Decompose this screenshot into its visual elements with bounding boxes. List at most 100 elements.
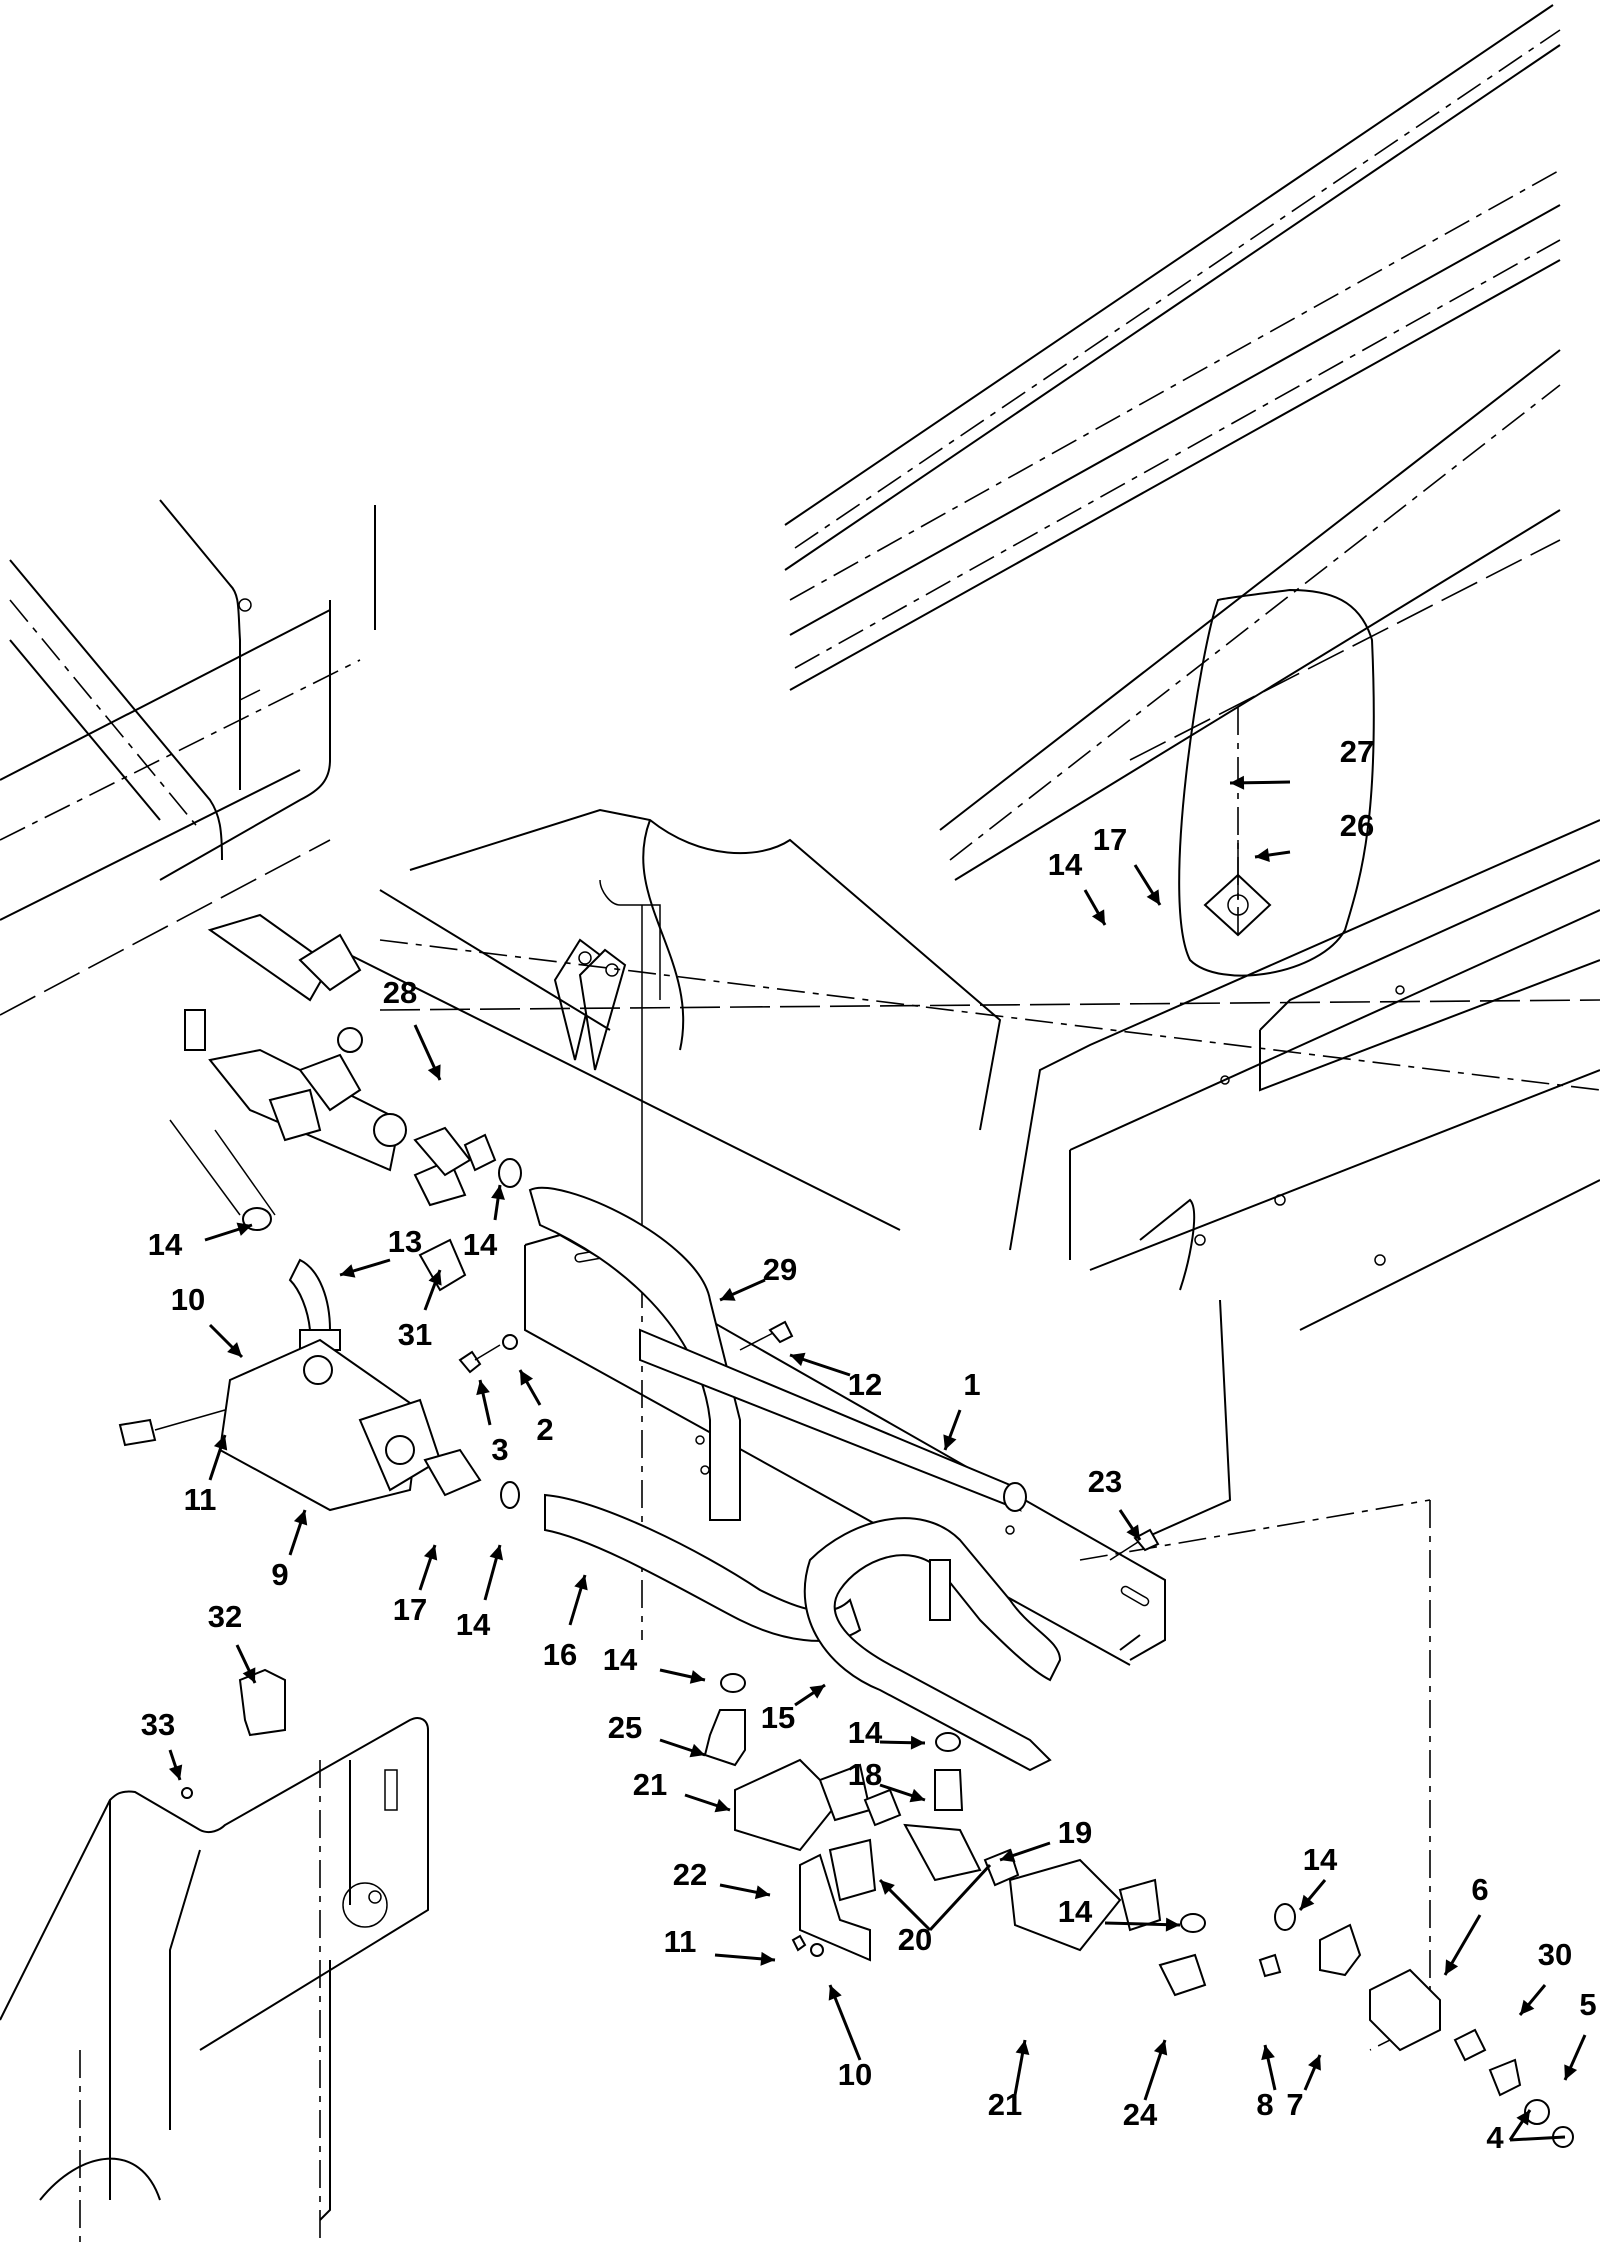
arrowhead-icon bbox=[880, 1880, 895, 1895]
callout-26: 26 bbox=[1254, 808, 1374, 862]
callout-9: 9 bbox=[271, 1509, 308, 1592]
screw-23 bbox=[1109, 1528, 1160, 1561]
arrowhead-icon bbox=[427, 1064, 441, 1080]
callout-2: 2 bbox=[518, 1369, 554, 1447]
arrowhead-icon bbox=[910, 1735, 925, 1750]
arrowhead-icon bbox=[1516, 2110, 1530, 2126]
callout-label: 26 bbox=[1340, 808, 1374, 843]
arrowhead-icon bbox=[1308, 2055, 1321, 2071]
callout-label: 30 bbox=[1538, 1937, 1572, 1972]
arrowhead-icon bbox=[689, 1670, 705, 1684]
callout-29: 29 bbox=[719, 1252, 797, 1302]
callout-label: 14 bbox=[148, 1227, 183, 1262]
callout-24: 24 bbox=[1123, 2039, 1168, 2132]
arrowhead-icon bbox=[790, 1352, 806, 1367]
bracket-plate bbox=[524, 1233, 1166, 1666]
callout-1: 1 bbox=[943, 1367, 981, 1451]
callout-16: 16 bbox=[543, 1574, 588, 1672]
callout-label: 23 bbox=[1088, 1464, 1122, 1499]
center-mounting-panel bbox=[339, 808, 1600, 1640]
arrowhead-icon bbox=[809, 1685, 825, 1699]
callout-23: 23 bbox=[1088, 1464, 1142, 1541]
callout-label: 12 bbox=[848, 1367, 882, 1402]
callout-label: 14 bbox=[848, 1715, 883, 1750]
callout-8: 8 bbox=[1256, 2044, 1277, 2122]
screw-12 bbox=[739, 1320, 794, 1351]
callout-19: 19 bbox=[999, 1815, 1092, 1863]
arrowhead-icon bbox=[476, 1380, 490, 1396]
arrowhead-icon bbox=[1015, 2040, 1030, 2056]
callout-label: 9 bbox=[271, 1557, 288, 1592]
arrowhead-icon bbox=[213, 1435, 228, 1451]
callout-21: 21 bbox=[633, 1767, 731, 1813]
hose-29 bbox=[528, 1186, 741, 1521]
arrowhead-icon bbox=[1000, 1848, 1016, 1863]
arrowhead-icon bbox=[689, 1743, 705, 1758]
callout-label: 14 bbox=[1058, 1894, 1093, 1929]
tube-1 bbox=[639, 1328, 1027, 1621]
callout-12: 12 bbox=[789, 1352, 882, 1402]
arrowhead-icon bbox=[1520, 1999, 1535, 2015]
callout-label: 10 bbox=[171, 1282, 205, 1317]
callout-label: 17 bbox=[393, 1592, 427, 1627]
callout-label: 4 bbox=[1486, 2120, 1504, 2155]
callout-4: 4 bbox=[1486, 2109, 1532, 2155]
callout-label: 32 bbox=[208, 1599, 242, 1634]
callout-30: 30 bbox=[1518, 1937, 1572, 2016]
callout-label: 6 bbox=[1471, 1872, 1488, 1907]
callout-label: 2 bbox=[536, 1412, 553, 1447]
callout-label: 11 bbox=[184, 1482, 217, 1517]
arrowhead-icon bbox=[1445, 1959, 1459, 1975]
callout-14: 14 bbox=[1048, 847, 1107, 926]
callout-27: 27 bbox=[1229, 734, 1374, 790]
callout-label: 14 bbox=[603, 1642, 638, 1677]
arrowhead-icon bbox=[1564, 2064, 1578, 2080]
callout-11: 11 bbox=[664, 1924, 776, 1966]
arrowhead-icon bbox=[168, 1764, 183, 1780]
callout-label: 11 bbox=[664, 1924, 697, 1959]
callout-label: 14 bbox=[456, 1607, 491, 1642]
callout-label: 33 bbox=[141, 1707, 175, 1742]
callout-label: 21 bbox=[988, 2087, 1022, 2122]
arrowhead-icon bbox=[1230, 775, 1245, 790]
upper-valve-cluster bbox=[169, 913, 467, 1231]
arrowhead-icon bbox=[491, 1185, 505, 1200]
callout-14: 14 bbox=[463, 1184, 505, 1262]
bracket-22 bbox=[799, 1853, 871, 1962]
hose-15-loop bbox=[803, 1517, 1062, 1772]
callout-label: 19 bbox=[1058, 1815, 1092, 1850]
callout-3: 3 bbox=[476, 1379, 509, 1467]
lower-left-fender bbox=[0, 1668, 429, 2243]
callout-31: 31 bbox=[398, 1269, 442, 1352]
arrowhead-icon bbox=[1261, 2045, 1275, 2061]
callout-17: 17 bbox=[1093, 822, 1162, 906]
callout-label: 3 bbox=[491, 1432, 508, 1467]
hose-16 bbox=[544, 1493, 862, 1642]
callout-label: 27 bbox=[1340, 734, 1374, 769]
arrowhead-icon bbox=[574, 1575, 588, 1591]
arrowhead-icon bbox=[236, 1222, 252, 1236]
arrowhead-icon bbox=[1153, 2040, 1168, 2056]
mounting-pad bbox=[1178, 588, 1375, 977]
callout-label: 31 bbox=[398, 1317, 432, 1352]
callout-14: 14 bbox=[1298, 1842, 1338, 1911]
bolt-3-washer-2 bbox=[458, 1334, 518, 1374]
callout-20: 20 bbox=[878, 1878, 932, 1957]
callout-14: 14 bbox=[848, 1715, 926, 1750]
arrowhead-icon bbox=[520, 1370, 534, 1386]
pump-9 bbox=[118, 1338, 442, 1512]
arrowhead-icon bbox=[227, 1342, 242, 1357]
right-frame bbox=[1009, 819, 1600, 2051]
callout-label: 25 bbox=[608, 1710, 642, 1745]
callout-14: 14 bbox=[1058, 1894, 1181, 1932]
callout-14: 14 bbox=[148, 1222, 253, 1262]
callout-label: 14 bbox=[1303, 1842, 1338, 1877]
callout-label: 13 bbox=[388, 1224, 422, 1259]
callout-label: 7 bbox=[1286, 2087, 1303, 2122]
callout-18: 18 bbox=[848, 1757, 926, 1803]
arrowhead-icon bbox=[760, 1951, 775, 1966]
callout-17: 17 bbox=[393, 1544, 438, 1627]
arrowhead-icon bbox=[943, 1434, 957, 1450]
fitting-17-lower bbox=[423, 1448, 520, 1509]
